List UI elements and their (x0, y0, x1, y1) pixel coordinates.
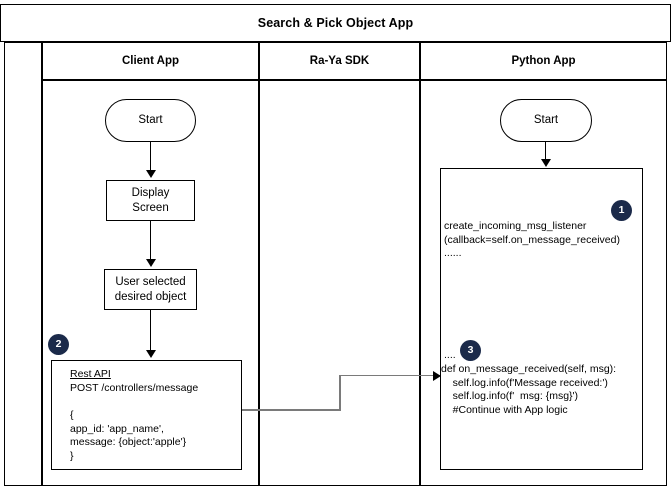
client-arrowhead-restapi (145, 350, 156, 358)
client-display-screen-label: Display Screen (131, 186, 170, 214)
python-listener-line-2: (callback=self.on_message_received) (444, 233, 620, 246)
client-rest-api-block[interactable]: Rest API POST /controllers/message { app… (51, 360, 242, 470)
python-handler-line-4: #Continue with App logic (441, 403, 568, 416)
python-handler-line-3: self.log.info(f' msg: {msg}') (441, 390, 579, 402)
python-handler-line-1: def on_message_received(self, msg): (441, 363, 617, 375)
cross-lane-connector-segment-1 (242, 409, 341, 411)
lane-header-label-python-app: Python App (511, 55, 576, 67)
cross-lane-arrowhead (433, 370, 441, 381)
lane-header-label-ra-ya-sdk: Ra-Ya SDK (309, 55, 370, 67)
client-start-node[interactable]: Start (105, 99, 196, 142)
client-start-label: Start (138, 114, 163, 126)
client-arrowhead-user-selected (145, 259, 156, 267)
lane-header-label-client-app: Client App (121, 55, 180, 67)
client-user-selected-label: User selected desired object (114, 275, 187, 303)
step-badge-3: 3 (460, 340, 481, 361)
client-user-selected-node[interactable]: User selected desired object (104, 269, 197, 310)
client-rest-api-heading: Rest API (70, 368, 111, 380)
lane-body-ra-ya-sdk (259, 80, 420, 486)
diagram-title-bar: Search & Pick Object App (0, 4, 671, 42)
client-connector-start-to-display (150, 142, 152, 172)
python-listener-line-3: ...... (444, 247, 462, 259)
client-rest-api-method: POST /controllers/message (70, 382, 199, 394)
python-start-label: Start (533, 114, 559, 126)
lane-header-client-app: Client App (42, 42, 259, 80)
lane-header-ra-ya-sdk: Ra-Ya SDK (259, 42, 420, 80)
python-connector-start-to-block (545, 142, 547, 162)
client-display-screen-node[interactable]: Display Screen (106, 180, 195, 221)
client-connector-user-to-restapi (150, 310, 152, 352)
python-app-code-block[interactable]: create_incoming_msg_listener (callback=s… (440, 168, 643, 470)
cross-lane-connector-segment-2 (339, 375, 341, 410)
client-rest-api-payload: { app_id: 'app_name', message: {object:'… (70, 409, 187, 462)
step-badge-1: 1 (611, 200, 632, 221)
client-arrowhead-display (145, 170, 156, 178)
lane-spacer-column (4, 42, 42, 486)
python-start-node[interactable]: Start (500, 99, 592, 142)
python-listener-line-1: create_incoming_msg_listener (444, 220, 587, 232)
cross-lane-connector-segment-3 (339, 374, 442, 377)
step-badge-2: 2 (48, 334, 69, 355)
python-handler-ellipsis: .... (444, 349, 456, 361)
python-handler-line-2: self.log.info(f'Message received:') (441, 376, 608, 389)
lane-header-python-app: Python App (420, 42, 667, 80)
diagram-title: Search & Pick Object App (257, 16, 414, 30)
python-arrowhead-block (540, 159, 551, 167)
client-connector-display-to-user (150, 221, 152, 261)
